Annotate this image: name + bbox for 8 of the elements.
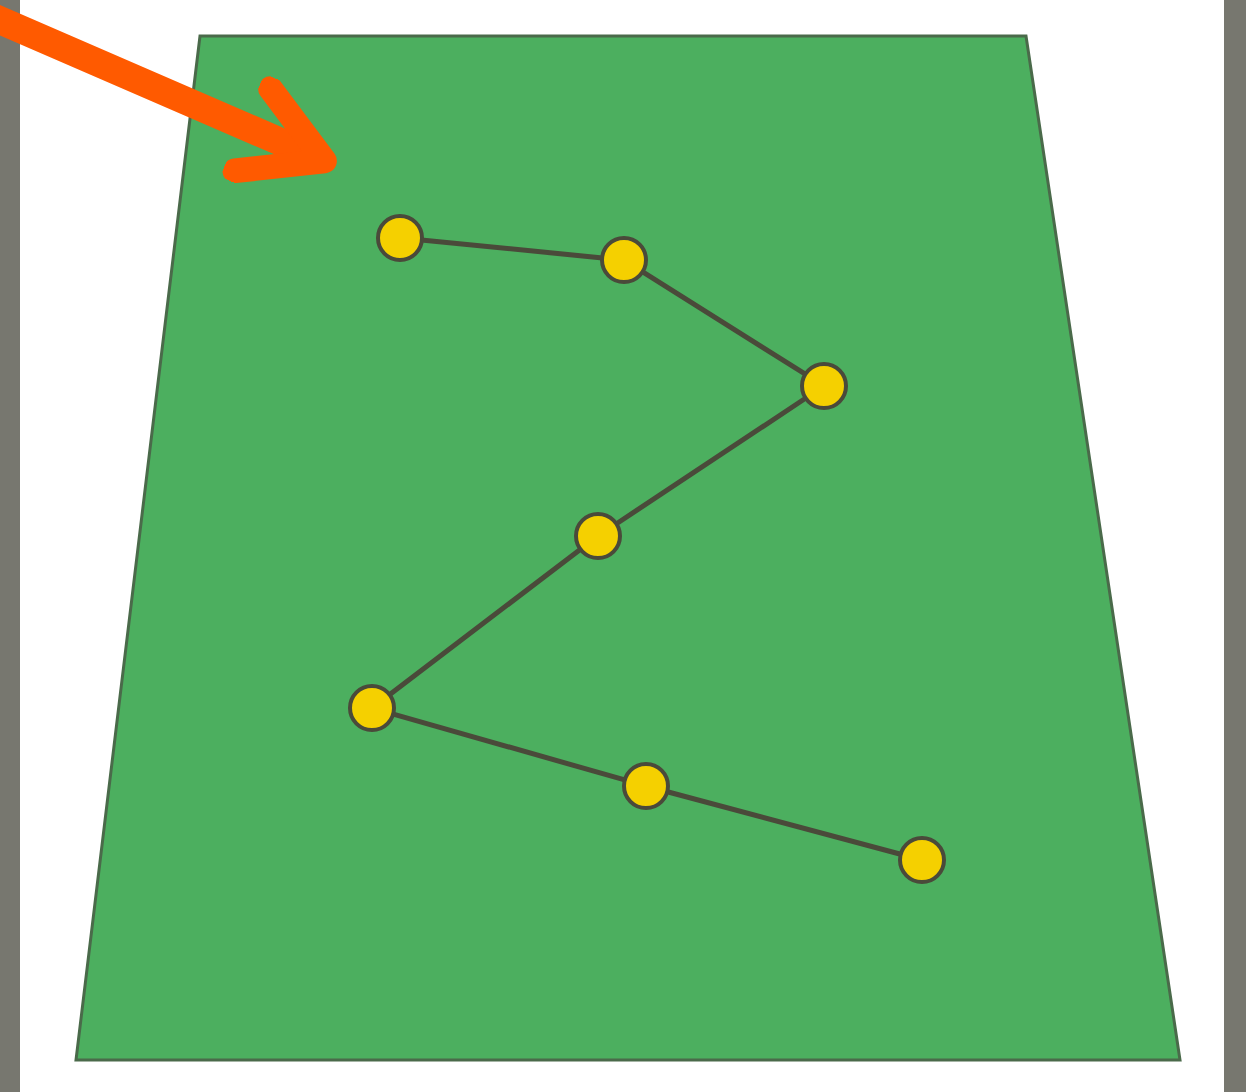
- connector-line: [641, 270, 807, 376]
- connector-line: [615, 396, 807, 526]
- connector-line: [421, 237, 603, 261]
- connector-line: [666, 789, 902, 857]
- connector-line: [388, 548, 582, 696]
- pointer-arrow: [0, 2, 337, 184]
- connector-line: [392, 712, 626, 782]
- trapezoid-field: [76, 36, 1180, 1060]
